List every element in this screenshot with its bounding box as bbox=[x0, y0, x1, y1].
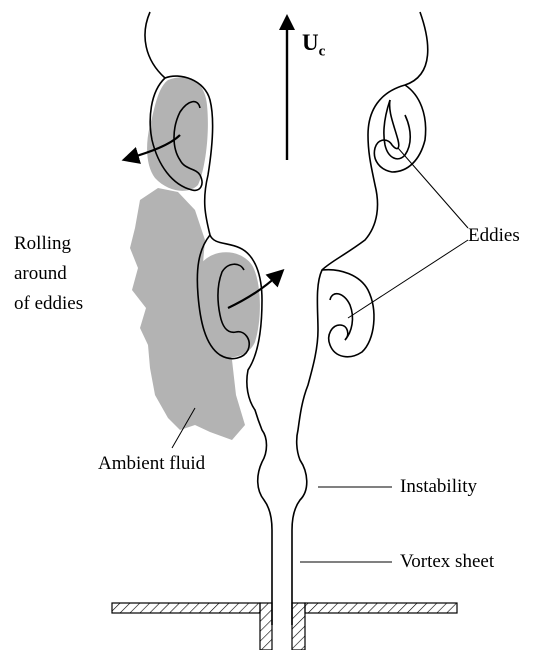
velocity-arrowhead bbox=[279, 14, 295, 30]
rolling-line-3: of eddies bbox=[14, 292, 83, 315]
nozzle-left-wall bbox=[260, 603, 272, 650]
upper-right-eddy-spiral-inner bbox=[384, 100, 410, 159]
vortex-sheet-label: Vortex sheet bbox=[400, 550, 494, 573]
eddies-label: Eddies bbox=[468, 224, 520, 247]
instability-label: Instability bbox=[400, 475, 477, 498]
wall-left bbox=[112, 603, 260, 613]
velocity-subscript: c bbox=[319, 44, 326, 60]
ambient-fluid-label: Ambient fluid bbox=[98, 452, 205, 475]
wall-right bbox=[305, 603, 457, 613]
nozzle-right-wall bbox=[292, 603, 305, 650]
lower-left-eddy-fill bbox=[198, 252, 260, 357]
eddies-leader-lower bbox=[348, 240, 468, 318]
eddies-leader-upper bbox=[398, 148, 468, 228]
rolling-label: Rolling around of eddies bbox=[14, 232, 83, 315]
velocity-symbol: U bbox=[302, 30, 319, 55]
rolling-line-1: Rolling bbox=[14, 232, 83, 255]
jet-right-boundary bbox=[292, 12, 428, 625]
lower-right-eddy-spiral bbox=[322, 270, 374, 357]
velocity-label: Uc bbox=[302, 30, 325, 61]
rolling-line-2: around bbox=[14, 262, 83, 285]
